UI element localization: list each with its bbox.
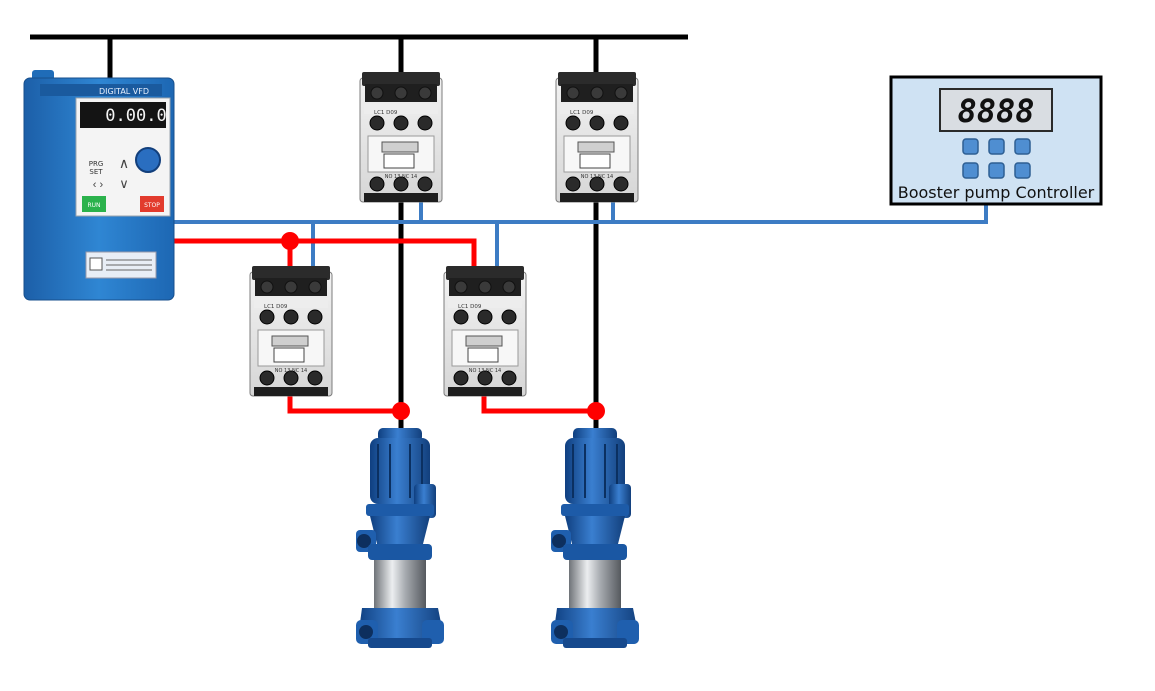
contactor-model-text: LC1 D09	[264, 304, 288, 310]
contactor-terminal-text: NO 13 NC 14	[581, 174, 613, 180]
junction-dot	[392, 402, 410, 420]
vfd-output-wiring	[172, 238, 596, 414]
controller-key[interactable]	[962, 138, 979, 155]
controller-key[interactable]	[1014, 162, 1031, 179]
power-bus	[30, 34, 688, 428]
controller-keypad	[962, 138, 1031, 179]
junction-dots	[281, 232, 605, 420]
vertical-multistage-pump-2-icon	[550, 427, 640, 649]
junction-dot	[587, 402, 605, 420]
contactor-model-text: LC1 D09	[458, 304, 482, 310]
contactor-model-text: LC1 D09	[570, 110, 594, 116]
controller-display-text: 8888	[957, 92, 1034, 130]
vfd-set-label[interactable]: SET	[89, 168, 103, 176]
vfd-stop-button[interactable]	[140, 196, 164, 212]
contactor-model-text: LC1 D09	[374, 110, 398, 116]
vfd-stop-label: STOP	[144, 202, 160, 209]
contactor-terminal-text: NO 13 NC 14	[275, 368, 307, 374]
controller-key[interactable]	[988, 162, 1005, 179]
controller-display	[939, 88, 1053, 132]
controller-key[interactable]	[962, 162, 979, 179]
vfd-output-bus	[172, 238, 477, 268]
control-signal-wiring	[172, 200, 988, 268]
vertical-multistage-pump-1-icon	[355, 427, 445, 649]
controller-key[interactable]	[1014, 138, 1031, 155]
controller-key[interactable]	[988, 138, 1005, 155]
vfd-display	[80, 102, 166, 128]
left-right-arrow-icon[interactable]: ‹ ›	[93, 179, 104, 191]
booster-pump-controller: 8888 Booster pump Controller	[889, 75, 1103, 206]
control-main-line	[172, 200, 988, 224]
vfd-contactor-1-to-pump-1	[287, 395, 401, 414]
contactor-terminal-text: NO 13 NC 14	[385, 174, 417, 180]
down-arrow-icon[interactable]: ∨	[119, 176, 129, 191]
vfd-contactor-2-to-pump-2	[481, 395, 596, 414]
contactor-vfd-2-icon: LC1 D09 NO 13 NC 14	[443, 265, 527, 397]
vfd-drive-icon: DIGITAL VFD 0.00.0 PRG SET ∧ ‹ › ∨ RUN S…	[23, 70, 175, 301]
up-arrow-icon[interactable]: ∧	[119, 155, 129, 171]
vfd-display-text: 0.00.0	[105, 106, 166, 126]
vfd-prg-label[interactable]: PRG	[89, 160, 104, 168]
contactor-line-1-icon: LC1 D09 NO 13 NC 14	[359, 71, 443, 203]
speed-knob-icon[interactable]	[135, 147, 161, 173]
contactor-terminal-text: NO 13 NC 14	[469, 368, 501, 374]
vfd-run-button[interactable]	[82, 196, 106, 212]
controller-label: Booster pump Controller	[898, 183, 1095, 202]
junction-dot	[281, 232, 299, 250]
vfd-run-label: RUN	[87, 202, 100, 209]
contactor-line-2-icon: LC1 D09 NO 13 NC 14	[555, 71, 639, 203]
vfd-header-text: DIGITAL VFD	[99, 87, 149, 96]
contactor-vfd-1-icon: LC1 D09 NO 13 NC 14	[249, 265, 333, 397]
